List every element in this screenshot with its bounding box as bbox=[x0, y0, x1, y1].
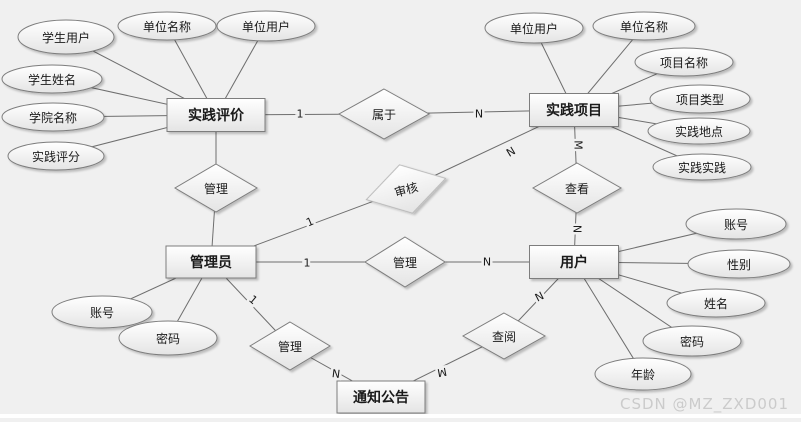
relationship-label: 审核 bbox=[393, 179, 420, 200]
attribute-label: 实践地点 bbox=[675, 124, 723, 139]
attribute-label: 学院名称 bbox=[29, 110, 77, 125]
edge-entity-yonghu--attr-nianling bbox=[573, 261, 644, 375]
attr-xuesheng-xingming: 学生姓名 bbox=[1, 64, 103, 94]
entity-yonghu: 用户 bbox=[529, 245, 619, 279]
attribute-label: 项目类型 bbox=[676, 93, 724, 107]
attribute-label: 账号 bbox=[724, 218, 748, 232]
attr-danwei-mingcheng-2: 单位名称 bbox=[592, 11, 696, 41]
entity-shijian-pingjia: 实践评价 bbox=[166, 98, 266, 132]
cardinality-label-5: N bbox=[504, 144, 518, 159]
cardinality-label-3: N bbox=[571, 225, 584, 233]
attr-mima-2: 密码 bbox=[642, 325, 742, 357]
attribute-label: 姓名 bbox=[704, 296, 728, 311]
attribute-label: 单位用户 bbox=[242, 19, 290, 34]
entity-guanliyuan: 管理员 bbox=[165, 245, 257, 279]
entity-label: 通知公告 bbox=[353, 389, 409, 406]
attr-nianling: 年龄 bbox=[594, 357, 692, 391]
rel-chayue: 查阅 bbox=[461, 312, 547, 360]
attr-xiangmu-mingcheng: 项目名称 bbox=[634, 47, 734, 77]
attribute-label: 项目名称 bbox=[660, 55, 708, 70]
attribute-label: 年龄 bbox=[631, 368, 655, 382]
cardinality-label-11: N bbox=[532, 288, 545, 303]
relationship-label: 查看 bbox=[565, 182, 589, 196]
relationship-label: 属于 bbox=[372, 108, 396, 122]
cardinality-label-6: 1 bbox=[304, 257, 311, 270]
rel-chakan: 查看 bbox=[531, 162, 623, 214]
attr-danwei-yonghu-2: 单位用户 bbox=[484, 12, 584, 44]
attribute-label: 学生姓名 bbox=[28, 72, 76, 87]
attribute-label: 性别 bbox=[727, 258, 751, 272]
relationship-label: 管理 bbox=[393, 255, 417, 270]
cardinality-label-7: N bbox=[483, 256, 491, 269]
attribute-label: 密码 bbox=[680, 334, 704, 349]
attr-zhanghao-2: 账号 bbox=[685, 208, 787, 240]
entity-label: 实践项目 bbox=[546, 102, 602, 119]
relationship-label: 查阅 bbox=[492, 330, 516, 344]
entity-shijian-xiangmu: 实践项目 bbox=[529, 93, 619, 127]
cardinality-label-2: M bbox=[572, 140, 585, 150]
attr-xueyuan-mingcheng: 学院名称 bbox=[1, 102, 105, 132]
attr-shijian-shijian: 实践实践 bbox=[652, 153, 752, 181]
relationship-label: 管理 bbox=[204, 181, 228, 196]
attr-zhanghao-1: 账号 bbox=[51, 295, 153, 329]
attr-xingming: 姓名 bbox=[666, 288, 766, 318]
cardinality-label-10: M bbox=[436, 365, 448, 380]
entity-label: 用户 bbox=[560, 254, 588, 271]
rel-guanli-3: 管理 bbox=[249, 321, 331, 371]
attr-shijian-pingfen: 实践评分 bbox=[7, 141, 105, 171]
attr-danwei-yonghu-1: 单位用户 bbox=[216, 10, 316, 42]
attr-mima-1: 密码 bbox=[118, 320, 218, 356]
entity-label: 实践评价 bbox=[188, 107, 245, 124]
relationship-label: 管理 bbox=[278, 339, 302, 354]
attr-xiangmu-leixing: 项目类型 bbox=[649, 84, 751, 114]
attribute-label: 实践实践 bbox=[678, 160, 726, 175]
bottom-white-strip bbox=[0, 414, 801, 418]
attribute-label: 实践评分 bbox=[32, 149, 80, 164]
attribute-label: 单位名称 bbox=[620, 19, 668, 34]
attr-shijian-didian: 实践地点 bbox=[647, 117, 751, 145]
attribute-label: 密码 bbox=[156, 331, 180, 346]
attribute-label: 学生用户 bbox=[42, 30, 90, 45]
cardinality-label-9: N bbox=[331, 367, 341, 381]
attr-xuesheng-yonghu: 学生用户 bbox=[17, 19, 115, 55]
cardinality-label-4: 1 bbox=[304, 215, 316, 230]
rel-guanli-1: 管理 bbox=[174, 163, 258, 213]
attribute-label: 单位用户 bbox=[510, 21, 558, 36]
rel-guanli-2: 管理 bbox=[364, 236, 446, 288]
attribute-label: 单位名称 bbox=[143, 19, 191, 34]
entity-tongzhi-gonggao: 通知公告 bbox=[336, 380, 426, 414]
attribute-label: 账号 bbox=[90, 306, 114, 320]
entity-label: 管理员 bbox=[190, 254, 232, 271]
cardinality-label-8: 1 bbox=[246, 293, 260, 307]
cardinality-label-0: 1 bbox=[297, 108, 304, 121]
rel-shenhe: 审核 bbox=[365, 164, 447, 214]
rel-shuyu: 属于 bbox=[337, 88, 431, 140]
attr-danwei-mingcheng-1: 单位名称 bbox=[117, 11, 217, 41]
attr-xingbie: 性别 bbox=[687, 249, 791, 279]
cardinality-label-1: N bbox=[475, 108, 483, 121]
